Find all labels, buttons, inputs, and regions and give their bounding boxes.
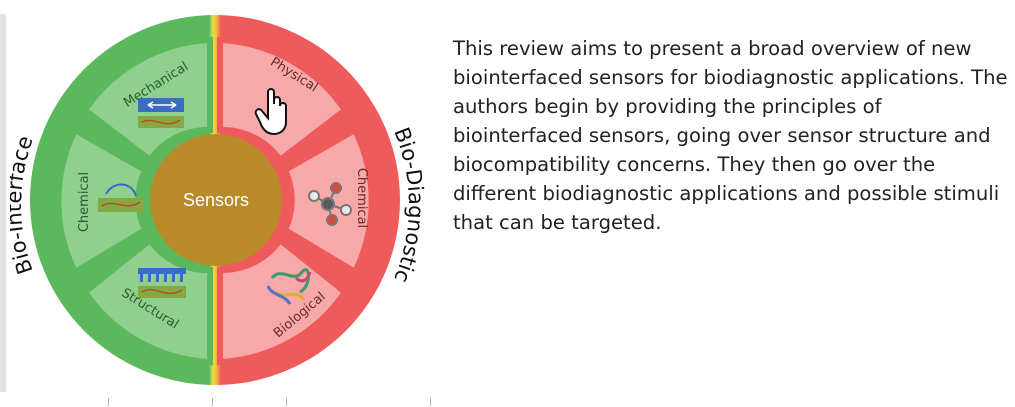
transfer-arrows-icon bbox=[98, 183, 144, 212]
molecule-icon bbox=[308, 182, 352, 226]
arrows-icon bbox=[138, 98, 184, 128]
center-label: Sensors bbox=[183, 190, 249, 210]
review-description: This review aims to present a broad over… bbox=[453, 36, 1008, 234]
segment-label-chemical-left: Chemical bbox=[77, 172, 92, 232]
protein-icon bbox=[266, 268, 312, 305]
bottom-edge bbox=[0, 398, 1015, 407]
pointer-hand-icon bbox=[254, 88, 287, 136]
sensor-diagram: Sensors Bio-Interface Bio-Diagnostic Mec… bbox=[10, 15, 428, 385]
segment-label-chemical-right: Chemical bbox=[354, 168, 369, 228]
sensors-center bbox=[150, 134, 282, 266]
comb-icon bbox=[138, 268, 186, 298]
left-border bbox=[0, 14, 6, 392]
